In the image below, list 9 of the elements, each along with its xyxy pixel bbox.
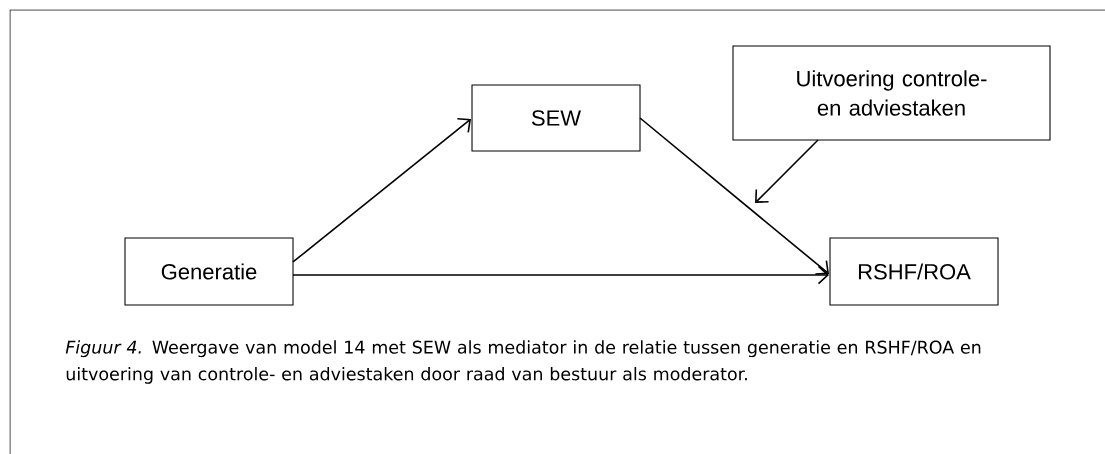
process-box: Uitvoering controle- en adviestaken	[732, 45, 1051, 141]
caption: Figuur 4. Weergave van model 14 met SEW als mediator in de relatie tussen generatie en RSHF/ROA en uitvoering van controle- en adviestaken door raad van bestuur als moderator.	[65, 340, 981, 384]
process-box: SEW	[471, 84, 641, 152]
process-box: Generatie	[124, 237, 294, 306]
arrow	[292, 118, 471, 263]
arrow	[755, 139, 819, 203]
arrow	[639, 117, 829, 275]
process-box: RSHF/ROA	[829, 237, 999, 306]
arrow	[292, 265, 829, 285]
